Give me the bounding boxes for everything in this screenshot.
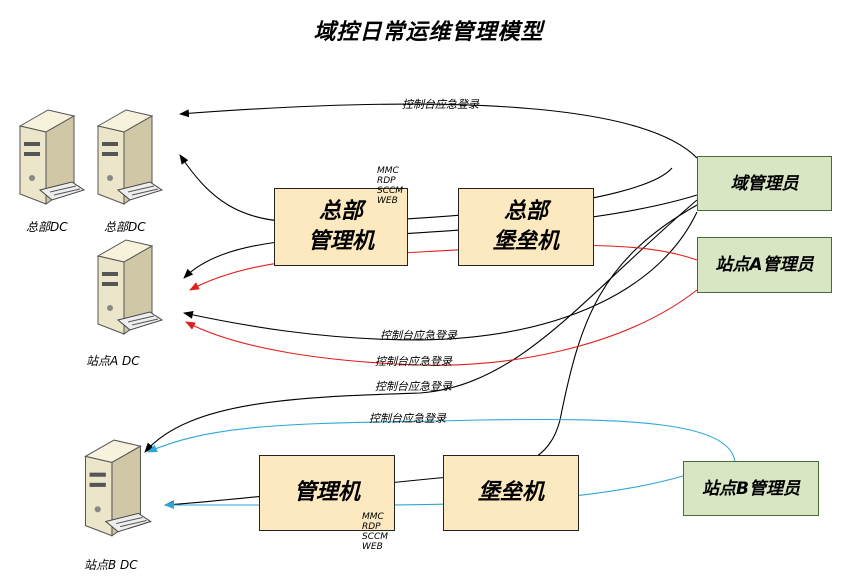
hq-bastion-box: 总部 堡垒机 (458, 188, 594, 266)
domain-admin-label: 域管理员 (730, 173, 799, 194)
bastion-box: 堡垒机 (443, 455, 579, 531)
hq-dc-2-server-icon (96, 109, 164, 205)
hq-bastion-line2: 堡垒机 (492, 229, 559, 254)
edge-label-console-b-blue: 控制台应急登录 (369, 412, 446, 425)
protocol-web: WEB (362, 542, 383, 552)
hq-bastion-line1: 总部 (503, 199, 548, 224)
site-a-admin-label: 站点A管理员 (715, 255, 814, 275)
path-site-a-admin-console (185, 289, 698, 366)
protocol-sccm: SCCM (377, 186, 404, 196)
protocol-rdp: RDP (377, 176, 396, 186)
site-b-admin-label: 站点B管理员 (702, 478, 800, 499)
bastion-label: 堡垒机 (477, 480, 544, 505)
site-a-dc-label: 站点A DC (86, 354, 140, 368)
protocol-sccm: SCCM (362, 532, 389, 542)
edge-label-console-a-black: 控制台应急登录 (380, 329, 457, 342)
hq-dc-1-server-icon (18, 109, 86, 205)
path-site-b-admin-bastion (164, 475, 684, 509)
path-site-b-admin-console (147, 418, 736, 463)
management-machine-box: 管理机 (259, 455, 395, 531)
edge-label-console-b-black: 控制台应急登录 (375, 380, 452, 393)
mgmt-label: 管理机 (293, 480, 360, 505)
site-b-dc-server-icon (84, 439, 152, 537)
site-a-admin-box: 站点A管理员 (697, 237, 832, 293)
path-domain-admin-hq-dc (179, 154, 673, 223)
hq-mgmt-line1: 总部 (318, 199, 363, 224)
hq-dc-1-label: 总部DC (26, 220, 68, 234)
hq-management-machine-box: 总部 管理机 (274, 188, 408, 266)
path-domain-admin-console-a (183, 211, 698, 341)
site-b-protocol-list: MMC RDP SCCM WEB (362, 512, 388, 552)
protocol-mmc: MMC (377, 166, 399, 176)
edge-label-console-a-red: 控制台应急登录 (375, 355, 452, 368)
site-b-admin-box: 站点B管理员 (683, 461, 819, 516)
path-domain-admin-console-hq (179, 103, 698, 159)
protocol-web: WEB (377, 196, 398, 206)
site-b-dc-label: 站点B DC (84, 558, 138, 572)
hq-mgmt-line2: 管理机 (307, 229, 374, 254)
protocol-rdp: RDP (362, 522, 381, 532)
protocol-mmc: MMC (362, 512, 384, 522)
edge-label-console-top: 控制台应急登录 (402, 98, 479, 111)
hq-protocol-list: MMC RDP SCCM WEB (377, 166, 403, 206)
domain-admin-box: 域管理员 (697, 156, 832, 211)
diagram-title: 域控日常运维管理模型 (313, 20, 544, 45)
site-a-dc-server-icon (96, 239, 164, 335)
hq-dc-2-label: 总部DC (104, 220, 146, 234)
path-domain-admin-console-b (144, 199, 698, 453)
path-site-a-admin-bastion (189, 244, 698, 291)
